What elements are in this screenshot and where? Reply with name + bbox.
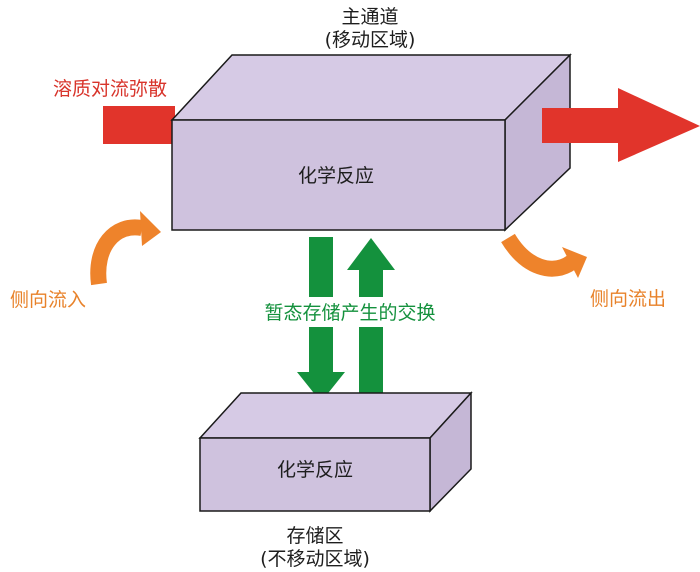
exchange-label-background	[244, 297, 456, 327]
main-channel-box-label: 化学反应	[298, 165, 374, 187]
solute-inflow-arrow	[103, 106, 175, 144]
main-channel-box	[170, 53, 572, 232]
storage-zone-box-front	[199, 437, 431, 512]
lateral-outflow-label: 侧向流出	[590, 288, 666, 310]
storage-zone-title: 存储区	[286, 525, 343, 547]
lateral-outflow-arrow	[501, 233, 587, 278]
solute-outflow-arrow	[542, 88, 700, 162]
storage-zone-subtitle: (不移动区域)	[260, 548, 370, 570]
solute-transport-label: 溶质对流弥散	[53, 78, 167, 100]
lateral-inflow-arrow	[90, 211, 161, 286]
main-channel-subtitle: (移动区域)	[325, 29, 416, 51]
storage-zone-box-top	[198, 392, 473, 439]
storage-zone-box	[198, 391, 473, 513]
main-channel-title: 主通道	[341, 6, 398, 28]
storage-zone-box-label: 化学反应	[277, 459, 353, 481]
main-channel-box-front	[171, 119, 506, 231]
main-channel-box-top	[170, 54, 572, 121]
exchange-label: 暂态存储产生的交换	[264, 302, 435, 324]
lateral-inflow-label: 侧向流入	[10, 289, 86, 311]
